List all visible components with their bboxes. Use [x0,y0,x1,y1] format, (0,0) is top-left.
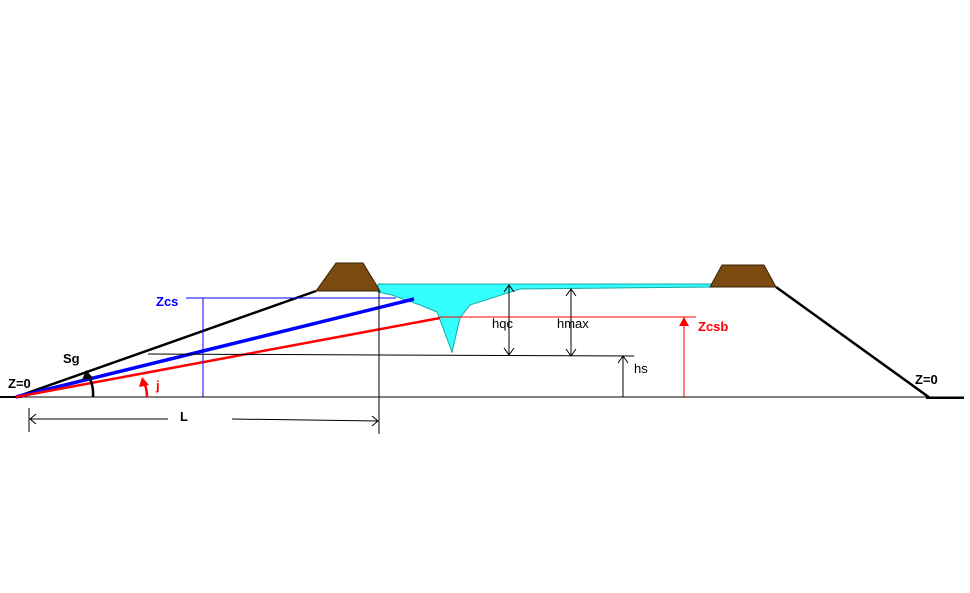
label-hmax: hmax [557,316,589,331]
embankment-left-slope [15,289,317,399]
label-hqc: hqc [492,316,513,331]
l-arrow-right [371,415,379,427]
hmax-arrow-bottom [565,348,577,357]
hqc-arrow-bottom [503,347,515,356]
label-z0-left: Z=0 [8,376,31,391]
l-dim-line-right [231,418,379,422]
label-hs: hs [634,361,648,376]
water-area [377,283,713,354]
l-arrow-left [29,413,37,425]
label-l: L [180,409,188,424]
label-sg: Sg [63,351,80,366]
label-j: j [155,378,160,393]
dike-right [709,264,777,288]
embankment-right-slope [775,285,931,400]
hs-level-line [147,353,635,357]
sg-arc-arrowhead [82,370,93,380]
hs-arrow-top [617,355,629,364]
label-zcs: Zcs [156,294,178,309]
label-z0-right: Z=0 [915,372,938,387]
zcsb-slope-line [15,316,441,399]
label-zcsb: Zcsb [698,319,728,334]
hmax-arrow-top [565,288,577,297]
j-arc-arrowhead [139,377,149,387]
dike-left [315,262,381,292]
zcs-slope-line [15,297,415,399]
zcsb-arrowhead [679,317,689,326]
hqc-arrow-top [503,284,515,293]
